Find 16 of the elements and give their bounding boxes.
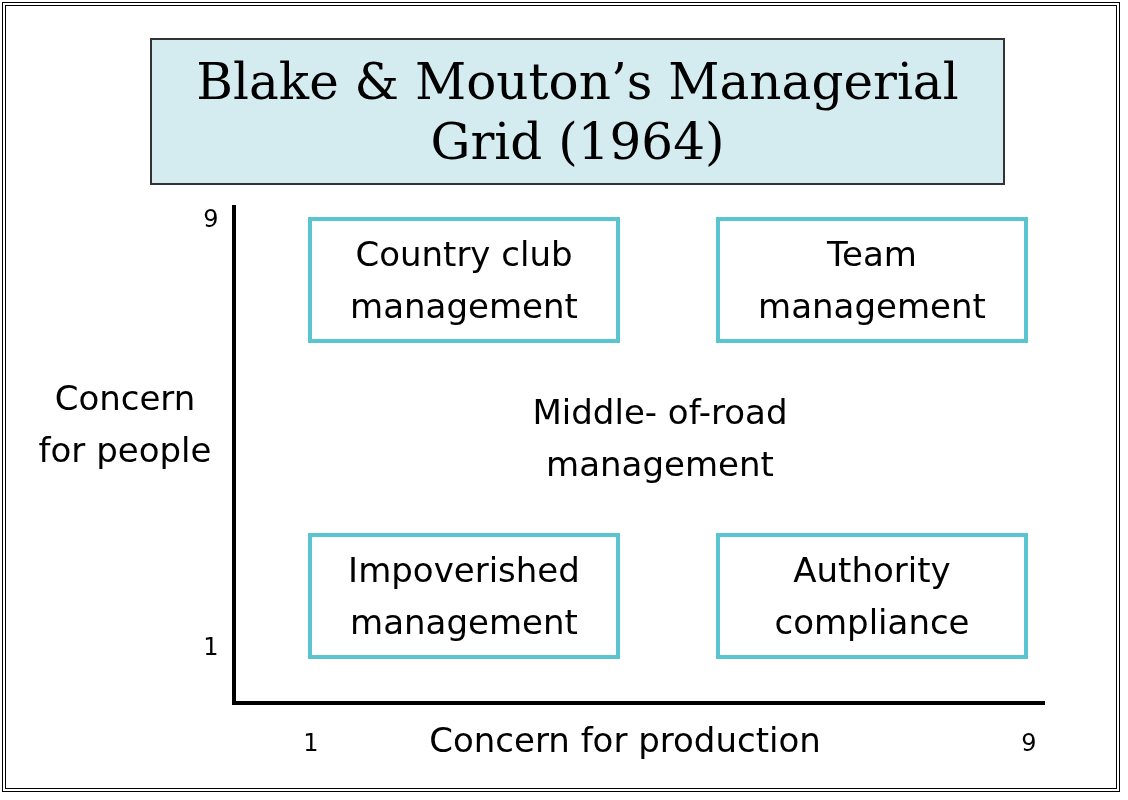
axis-tick-label: 1	[302, 728, 320, 758]
title: Blake & Mouton’s Managerial Grid (1964)	[150, 38, 1005, 185]
axis-title: Concern for production	[428, 719, 822, 762]
axis-title: Concern for people	[37, 377, 213, 472]
style-box	[716, 217, 1028, 343]
style-label: Authority compliance	[773, 549, 971, 644]
style-box	[308, 217, 620, 343]
style-box	[716, 533, 1028, 659]
axis-tick-label: 9	[1020, 728, 1038, 758]
axis-tick-label: 9	[202, 204, 220, 234]
grid-region-label: Middle- of-road management	[531, 391, 789, 486]
axis-tick-label: 1	[202, 632, 220, 662]
style-label: Team management	[757, 233, 987, 328]
style-label: Country club management	[349, 233, 579, 328]
style-label: Impoverished management	[347, 549, 581, 644]
style-box	[308, 533, 620, 659]
